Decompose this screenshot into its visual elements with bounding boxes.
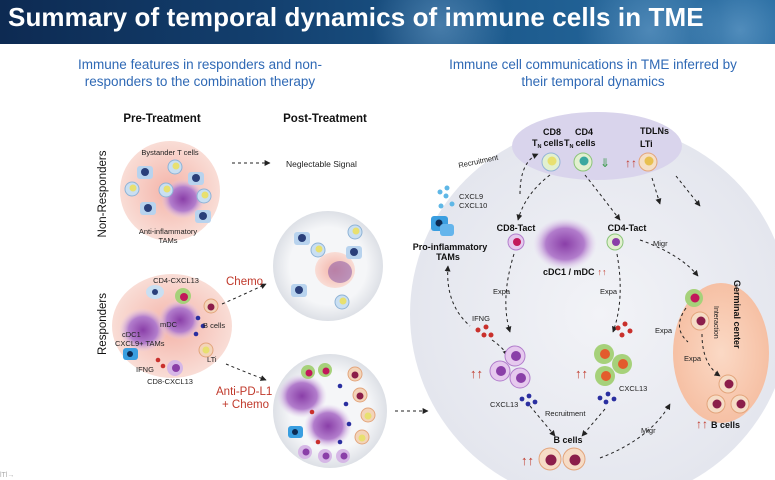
cxcl9-label: CXCL9 [459,192,483,201]
tdln-label: TDLNs [640,126,669,136]
cd8-cxcl13-label: CD8-CXCL13 [147,377,193,386]
migr-bottom-label: Migr [641,426,656,435]
cd8-tact-label: CD8-Tact [497,223,536,233]
cxcl13-right-dots [597,391,617,405]
cd4-label: CD4 [575,127,593,137]
col-post-treatment: Post-Treatment [283,113,367,125]
cxcl10-label: CXCL10 [459,201,487,210]
cd8-label: CD8 [543,127,561,137]
right-ifng-label: IFNG [472,314,490,323]
non-responder-pre-cluster [120,141,220,241]
pro-inflammatory-label-1: Pro-inflammatory [413,242,488,252]
page-title: Summary of temporal dynamics of immune c… [8,2,704,32]
recruitment-top-arrow [519,153,539,195]
cd4-cxcl13-label: CD4-CXCL13 [153,276,199,285]
row-non-responders: Non-Responders [97,150,109,237]
left-heading: Immune features in responders and non-re… [78,57,322,89]
responder-post-cluster [273,354,387,468]
cxcl13-left-dots [519,393,538,407]
gc-expa-label-2: Expa [684,354,702,363]
corner-mark: lTl→ [0,472,15,479]
tdln-lti-label: LTi [640,139,653,149]
pro-inflammatory-label-2: TAMs [436,252,460,262]
chemo-label: Chemo [226,276,263,288]
lti-down-arrow-2 [675,175,701,207]
cdc1-label: cDC1 [122,330,141,339]
migr-right-label: Migr [653,239,668,248]
germinal-center-label: Germinal center [732,280,742,349]
cd8-expanded-up-arrows: ↑↑ [470,366,483,381]
anti-inflammatory-label-1: Anti-inflammatory [139,227,198,236]
expa-right-label: Expa [600,287,618,296]
cxcl9-dots [437,185,455,209]
cd8-expanded-cells [489,345,531,389]
col-pre-treatment: Pre-Treatment [123,113,201,125]
right-heading: Immune cell communications in TME inferr… [449,57,737,89]
responder-b-cells-label: B cells [203,321,225,330]
tdln-cells [541,152,658,172]
expa-left-arrow [505,253,515,333]
pro-inflam-to-ifng-arrow [444,265,471,327]
cd4-red-dots [615,321,633,338]
gc-b-cells-label: ↑↑B cells [696,417,740,431]
interaction-label: Interaction [712,306,719,339]
bystander-t-cells-label: Bystander T cells [141,148,198,157]
anti-inflammatory-label-2: TAMs [158,236,177,245]
recruitment-bottom-left-arrow [529,405,556,437]
ifng-dots [475,324,494,338]
gc-expa-arrow-2 [701,333,721,377]
cd4-tact-label: CD4-Tact [608,223,647,233]
migr-bottom-arrow [599,403,671,459]
migr-right-arrow [639,239,699,277]
responder-lti-label: LTi [207,355,217,364]
cdc1-mdc-cells [507,218,624,270]
cxcl13-left-label: CXCL13 [490,400,518,409]
neglectable-signal-label: Neglectable Signal [286,159,357,169]
anti-pd-l1-arrow [225,363,267,381]
tdln-lti-up-arrows: ↑↑ [625,156,637,170]
cd4-tn-to-tact-arrow [584,174,621,221]
tdln-down-arrows: ⇓ [600,156,610,170]
responder-ifng-label: IFNG [136,365,154,374]
bottom-b-cells [538,447,586,471]
cdc1-mdc-label: cDC1 / mDC↑↑ [543,267,607,277]
expa-right-arrow [612,253,621,333]
gc-expa-arrow-1 [679,307,689,343]
lti-down-arrow-1 [651,177,662,205]
gc-expa-label-1: Expa [655,326,673,335]
cd4-expanded-cells [594,344,632,386]
immune-diagram: Pre-Treatment Post-Treatment Non-Respond… [97,112,775,480]
non-responder-post-cluster [273,211,383,321]
responder-pre-cluster [112,274,232,378]
row-responders: Responders [97,293,109,355]
cd4-expanded-up-arrows: ↑↑ [575,366,588,381]
pro-inflammatory-tam [431,216,454,236]
cxcl13-right-label: CXCL13 [619,384,647,393]
chemo-arrow [221,283,267,305]
expa-left-label: Expa [493,287,511,296]
gc-cells [685,289,750,414]
bottom-b-cells-label: B cells [553,435,582,445]
plus-chemo-label: + Chemo [222,399,269,411]
cxcl9-tams-label: CXCL9+ TAMs [115,339,165,348]
bottom-b-cells-up-arrows: ↑↑ [521,453,534,468]
anti-pd-l1-label: Anti-PD-L1 [216,386,272,398]
mdc-label: mDC [160,320,178,329]
recruitment-bottom-label: Recruitment [545,409,586,418]
title-banner: Summary of temporal dynamics of immune c… [0,0,775,44]
